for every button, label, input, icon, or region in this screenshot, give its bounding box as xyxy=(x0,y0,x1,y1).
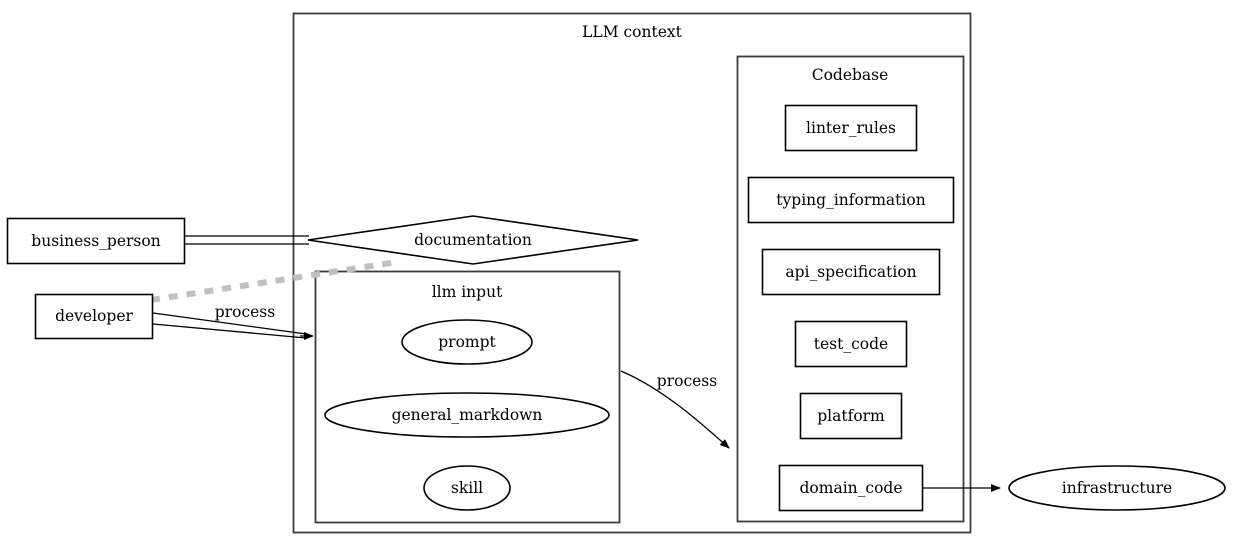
node-documentation[interactable]: documentation xyxy=(307,215,639,265)
cluster-codebase: Codebase xyxy=(736,55,965,523)
node-platform-box[interactable] xyxy=(799,392,903,440)
node-business-person-box[interactable] xyxy=(6,217,186,265)
node-developer[interactable]: developer xyxy=(34,293,154,340)
cluster-llm-context-label: LLM context xyxy=(582,23,683,41)
node-test-code-box[interactable] xyxy=(794,320,908,368)
node-api-specification[interactable]: api_specification xyxy=(761,248,941,296)
cluster-llm-input-border xyxy=(314,270,621,524)
edge-developer-to-documentation xyxy=(150,259,398,303)
node-api-specification-box[interactable] xyxy=(761,248,941,296)
node-platform[interactable]: platform xyxy=(799,392,903,440)
node-developer-box[interactable] xyxy=(34,293,154,340)
cluster-llm-context: LLM context xyxy=(292,12,972,534)
cluster-llm-input-label: llm input xyxy=(432,283,503,301)
edge-llm-input-to-codebase: process xyxy=(620,370,730,449)
node-general-markdown-label: general_markdown xyxy=(392,406,543,424)
node-api-specification-label: api_specification xyxy=(785,263,916,281)
node-business-person-label: business_person xyxy=(31,232,160,250)
node-test-code[interactable]: test_code xyxy=(794,320,908,368)
edge-label-process-left: process xyxy=(215,303,275,321)
node-typing-information-label: typing_information xyxy=(776,191,925,209)
node-infrastructure-ellipse[interactable] xyxy=(1008,465,1226,511)
cluster-llm-input: llm input xyxy=(314,270,621,524)
node-domain-code-box[interactable] xyxy=(778,464,924,512)
node-general-markdown-ellipse[interactable] xyxy=(324,392,610,438)
node-developer-label: developer xyxy=(55,307,133,325)
node-typing-information-box[interactable] xyxy=(747,176,955,224)
cluster-codebase-label: Codebase xyxy=(812,66,889,84)
node-domain-code[interactable]: domain_code xyxy=(778,464,924,512)
node-linter-rules-label: linter_rules xyxy=(806,119,896,137)
node-documentation-diamond[interactable] xyxy=(307,215,639,265)
node-documentation-label: documentation xyxy=(414,231,532,249)
node-domain-code-label: domain_code xyxy=(800,479,903,497)
node-skill-ellipse[interactable] xyxy=(423,465,511,511)
node-infrastructure[interactable]: infrastructure xyxy=(1008,465,1226,511)
cluster-codebase-border xyxy=(736,55,965,523)
node-test-code-label: test_code xyxy=(814,335,888,353)
edge-developer-to-llm-input: process xyxy=(152,303,314,340)
node-linter-rules-box[interactable] xyxy=(784,104,918,152)
node-prompt[interactable]: prompt xyxy=(401,319,533,365)
node-general-markdown[interactable]: general_markdown xyxy=(324,392,610,438)
node-business-person[interactable]: business_person xyxy=(6,217,186,265)
edge-label-process-right: process xyxy=(657,372,717,390)
node-skill[interactable]: skill xyxy=(423,465,511,511)
node-linter-rules[interactable]: linter_rules xyxy=(784,104,918,152)
node-infrastructure-label: infrastructure xyxy=(1062,479,1172,497)
node-typing-information[interactable]: typing_information xyxy=(747,176,955,224)
node-prompt-ellipse[interactable] xyxy=(401,319,533,365)
node-skill-label: skill xyxy=(451,479,483,497)
node-platform-label: platform xyxy=(817,407,885,425)
node-prompt-label: prompt xyxy=(438,333,496,351)
edge-business-person-to-documentation xyxy=(185,235,309,245)
cluster-llm-context-border xyxy=(292,12,972,534)
